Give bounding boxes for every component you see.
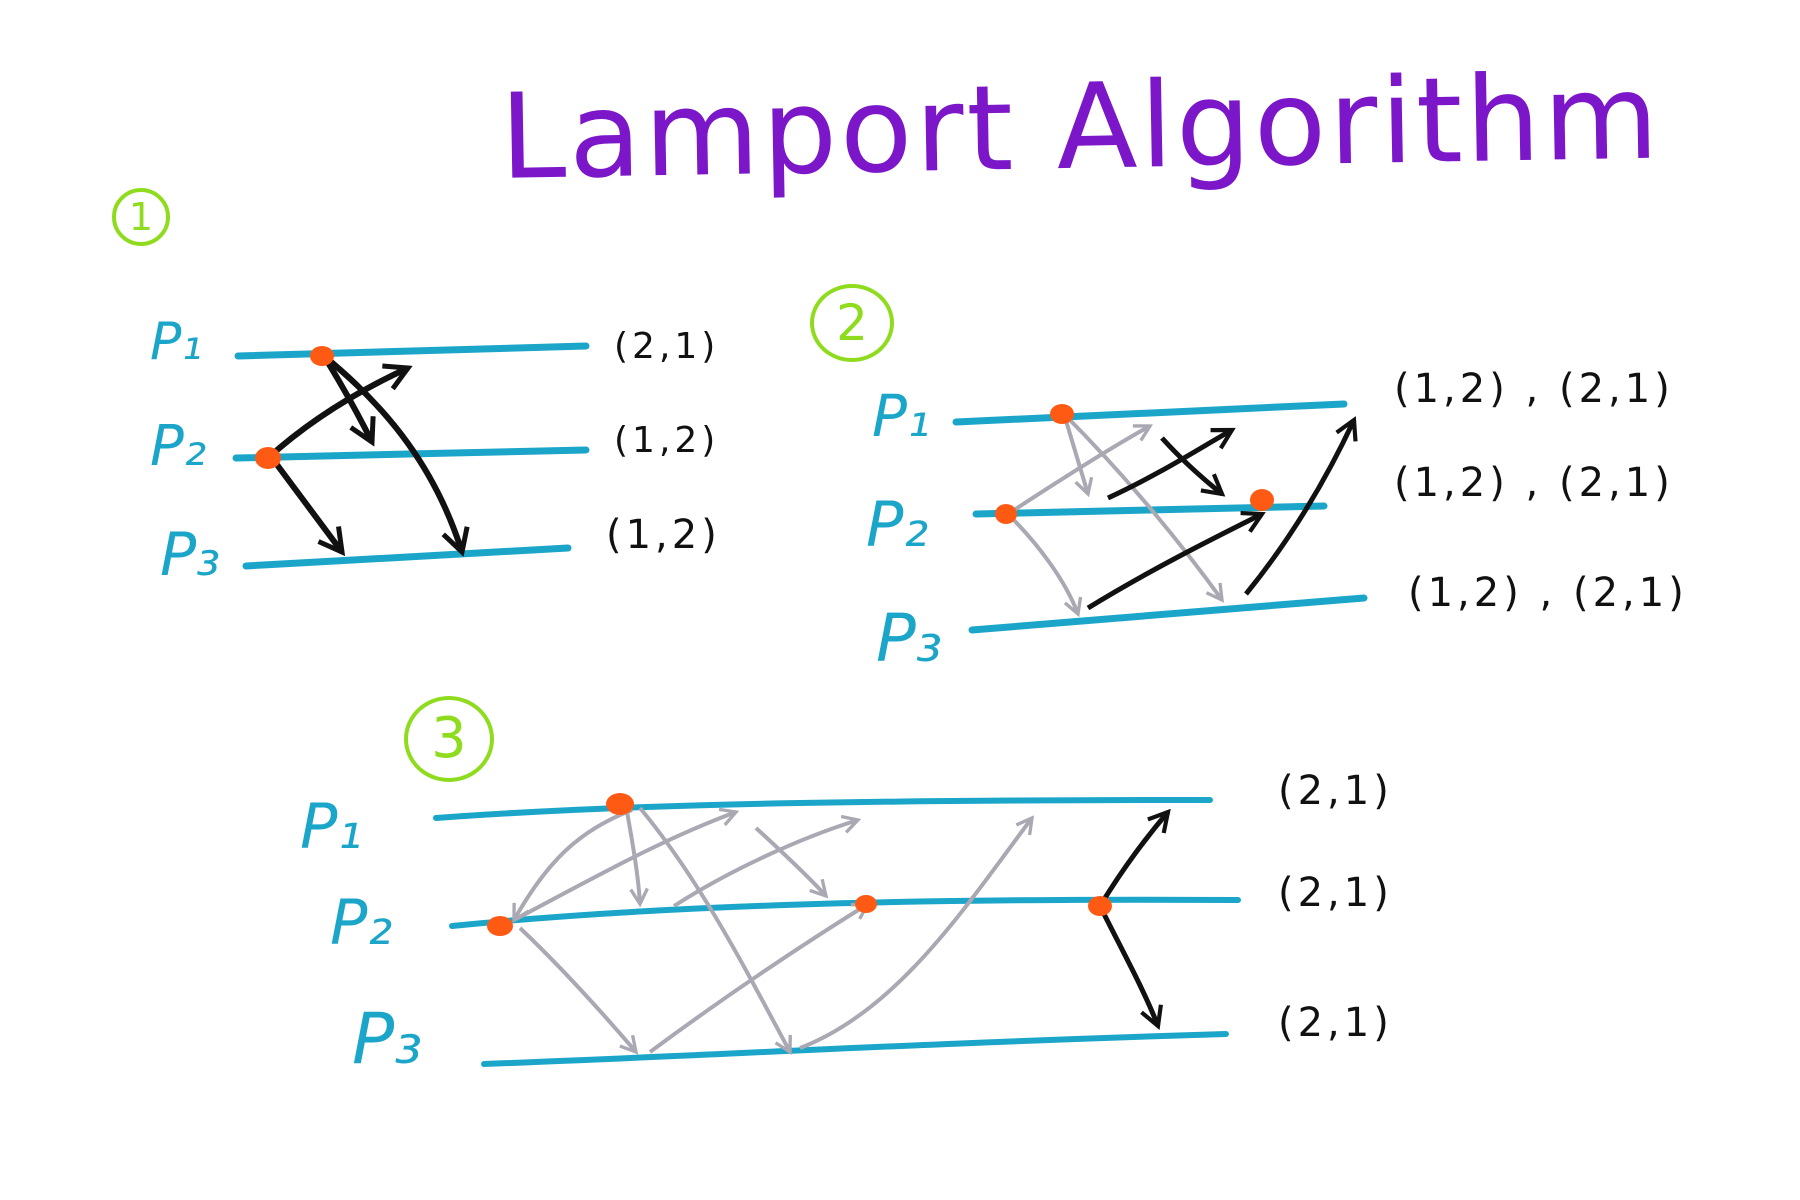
d1-process-label-p2: P₂ [150, 414, 207, 479]
d3-clock-p3: (2,1) [1278, 1000, 1393, 1046]
diagram-1 [232, 342, 590, 570]
d3-arrow-past-p1-p2-c [754, 826, 826, 896]
d1-timeline-p3 [242, 544, 572, 570]
d1-timeline-p2 [232, 446, 590, 462]
d1-clock-p2: (1,2) [614, 420, 720, 461]
d1-process-label-p3: P₃ [160, 520, 221, 590]
d2-arrow-p3-p2 [1086, 514, 1262, 611]
d3-event-dot-p2-second [855, 895, 877, 913]
d3-arrow-past-p2-p1-b [672, 820, 858, 908]
step-number-3: 3 [404, 696, 494, 782]
d2-arrow-past-p2-p3 [1006, 512, 1078, 614]
step-number-2: 2 [810, 284, 894, 362]
d1-event-dot-p1 [310, 346, 334, 366]
d1-event-dot-p2 [255, 447, 281, 469]
d2-clock-p2: (1,2) , (2,1) [1394, 460, 1674, 506]
d2-event-dot-p2-first [995, 504, 1017, 524]
d2-arrow-past-p1-p3 [1062, 412, 1222, 600]
d3-timeline-p2 [449, 896, 1241, 929]
d1-arrow-p2-p3 [269, 456, 342, 552]
d3-event-dot-p2-third [1088, 896, 1112, 916]
d3-arrow-past-p1-p3 [638, 806, 790, 1052]
d3-process-label-p1: P₁ [300, 790, 363, 863]
d3-event-dot-p1 [606, 793, 634, 815]
d2-process-label-p1: P₁ [872, 382, 931, 450]
d1-clock-p3: (1,2) [606, 512, 721, 558]
d3-event-dot-p2-first [487, 916, 513, 936]
d3-arrow-past-p1-p2-b [512, 808, 633, 920]
diagram-2 [952, 400, 1368, 634]
d2-arrow-p3-p1 [1244, 420, 1354, 596]
d2-arrow-p2-p1 [1106, 427, 1232, 501]
step-number-1: 1 [112, 188, 170, 246]
d3-arrow-p2-p3 [1099, 908, 1158, 1026]
d2-arrow-past-p2-p1 [1006, 424, 1150, 516]
d2-arrow-p1-p2 [1160, 436, 1222, 494]
d3-arrow-past-p3-p1 [799, 818, 1032, 1050]
diagram-3 [433, 793, 1241, 1067]
d3-timeline-p1 [433, 797, 1213, 821]
d3-arrow-past-p2-p3 [518, 926, 636, 1052]
d2-event-dot-p1 [1050, 404, 1074, 424]
d2-process-label-p2: P₂ [866, 488, 929, 561]
d2-clock-p3: (1,2) , (2,1) [1408, 570, 1688, 616]
d2-process-label-p3: P₃ [876, 600, 943, 677]
d3-timeline-p3 [481, 1031, 1229, 1067]
d3-clock-p1: (2,1) [1278, 768, 1393, 814]
d3-arrow-past-p2-p1-a [513, 812, 736, 922]
d3-arrow-p2-p1 [1097, 812, 1168, 908]
d2-timeline-p3 [968, 594, 1368, 634]
d1-timeline-p1 [234, 342, 590, 360]
d1-process-label-p1: P₁ [150, 312, 203, 372]
d2-event-dot-p2-second [1250, 489, 1274, 511]
d3-process-label-p3: P₃ [352, 998, 423, 1080]
d1-arrow-p2-p1 [265, 368, 408, 461]
d1-clock-p1: (2,1) [614, 326, 720, 367]
d1-arrow-p1-p3 [322, 353, 462, 552]
d2-timeline-p1 [952, 400, 1348, 426]
d3-process-label-p2: P₂ [330, 886, 393, 959]
d2-clock-p1: (1,2) , (2,1) [1394, 366, 1674, 412]
d3-arrow-past-p3-p2 [648, 904, 868, 1054]
d3-clock-p2: (2,1) [1278, 870, 1393, 916]
